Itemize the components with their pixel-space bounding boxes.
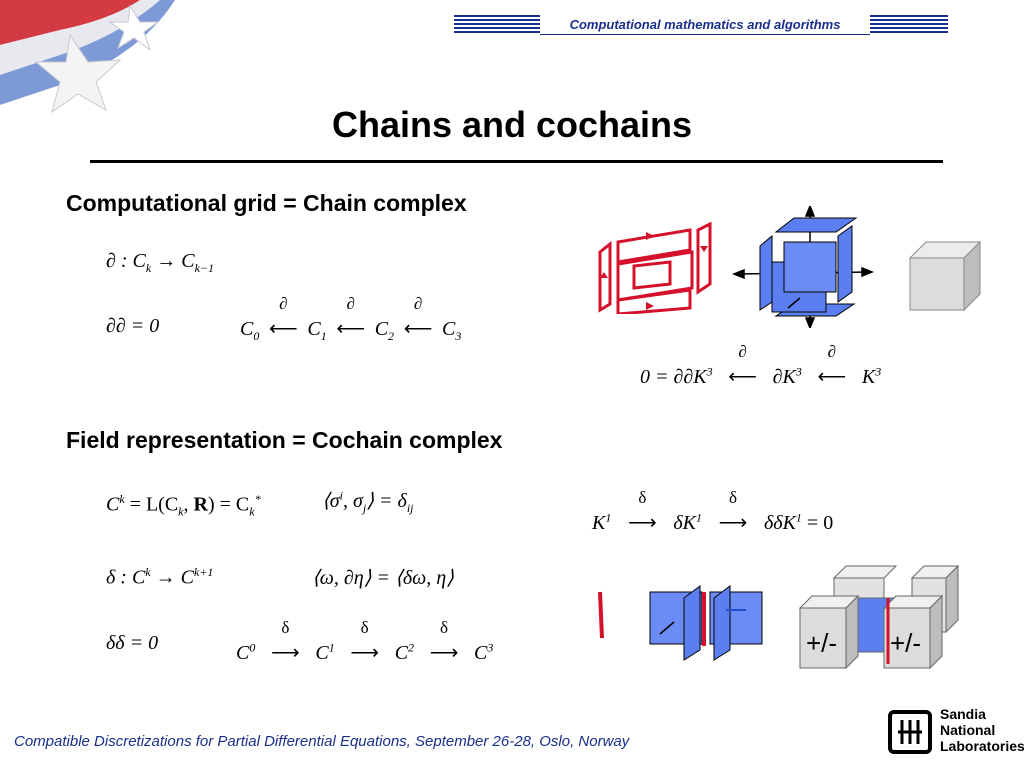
blue-exploded-cube-diagram (732, 206, 874, 328)
section-chain-heading: Computational grid = Chain complex (66, 190, 467, 216)
section-cochain-heading: Field representation = Cochain complex (66, 427, 503, 453)
blue-faces-diagram (649, 585, 763, 661)
header-label: Computational mathematics and algorithms (540, 16, 870, 35)
gray-cube (908, 240, 982, 312)
red-edge-marker (598, 591, 604, 639)
sandia-logo-text: Sandia National Laboratories (940, 706, 1024, 754)
red-oriented-cube-diagram (598, 222, 712, 314)
chain-sequence: C0∂⟵C1∂⟵C2∂⟵C3 (240, 294, 462, 343)
adjoint-eq: ⟨ω, ∂η⟩ = ⟨δω, η⟩ (312, 567, 454, 589)
header-stripes-right (870, 15, 948, 35)
page-title: Chains and cochains (331, 104, 693, 145)
plus-minus-cube-cluster (798, 564, 960, 670)
star-flag-logo (0, 0, 175, 114)
sandia-logo-mark (888, 710, 932, 754)
boundary-map-eq: ∂ : Ck → Ck−1 (106, 250, 214, 275)
dd-zero-eq: ∂∂ = 0 (106, 315, 160, 337)
footer-text: Compatible Discretizations for Partial D… (14, 733, 630, 750)
cube-boundary-sequence: 0 = ∂∂K3∂⟵∂K3∂⟵K3 (640, 342, 882, 388)
coboundary-map-eq: δ : Ck → Ck+1 (106, 565, 214, 589)
cochain-definition-eq: Ck = L(Ck, R) = Ck* (106, 492, 261, 519)
sandia-logo: Sandia National Laboratories (888, 706, 1024, 758)
duality-pairing-eq: ⟨σi, σj⟩ = δij (322, 488, 414, 515)
plus-minus-label-right: +/- (890, 628, 922, 658)
deltadelta-zero-eq: δδ = 0 (106, 632, 159, 654)
header-stripes-left (454, 15, 540, 35)
plus-minus-label-left: +/- (806, 628, 838, 658)
title-rule (90, 160, 943, 163)
